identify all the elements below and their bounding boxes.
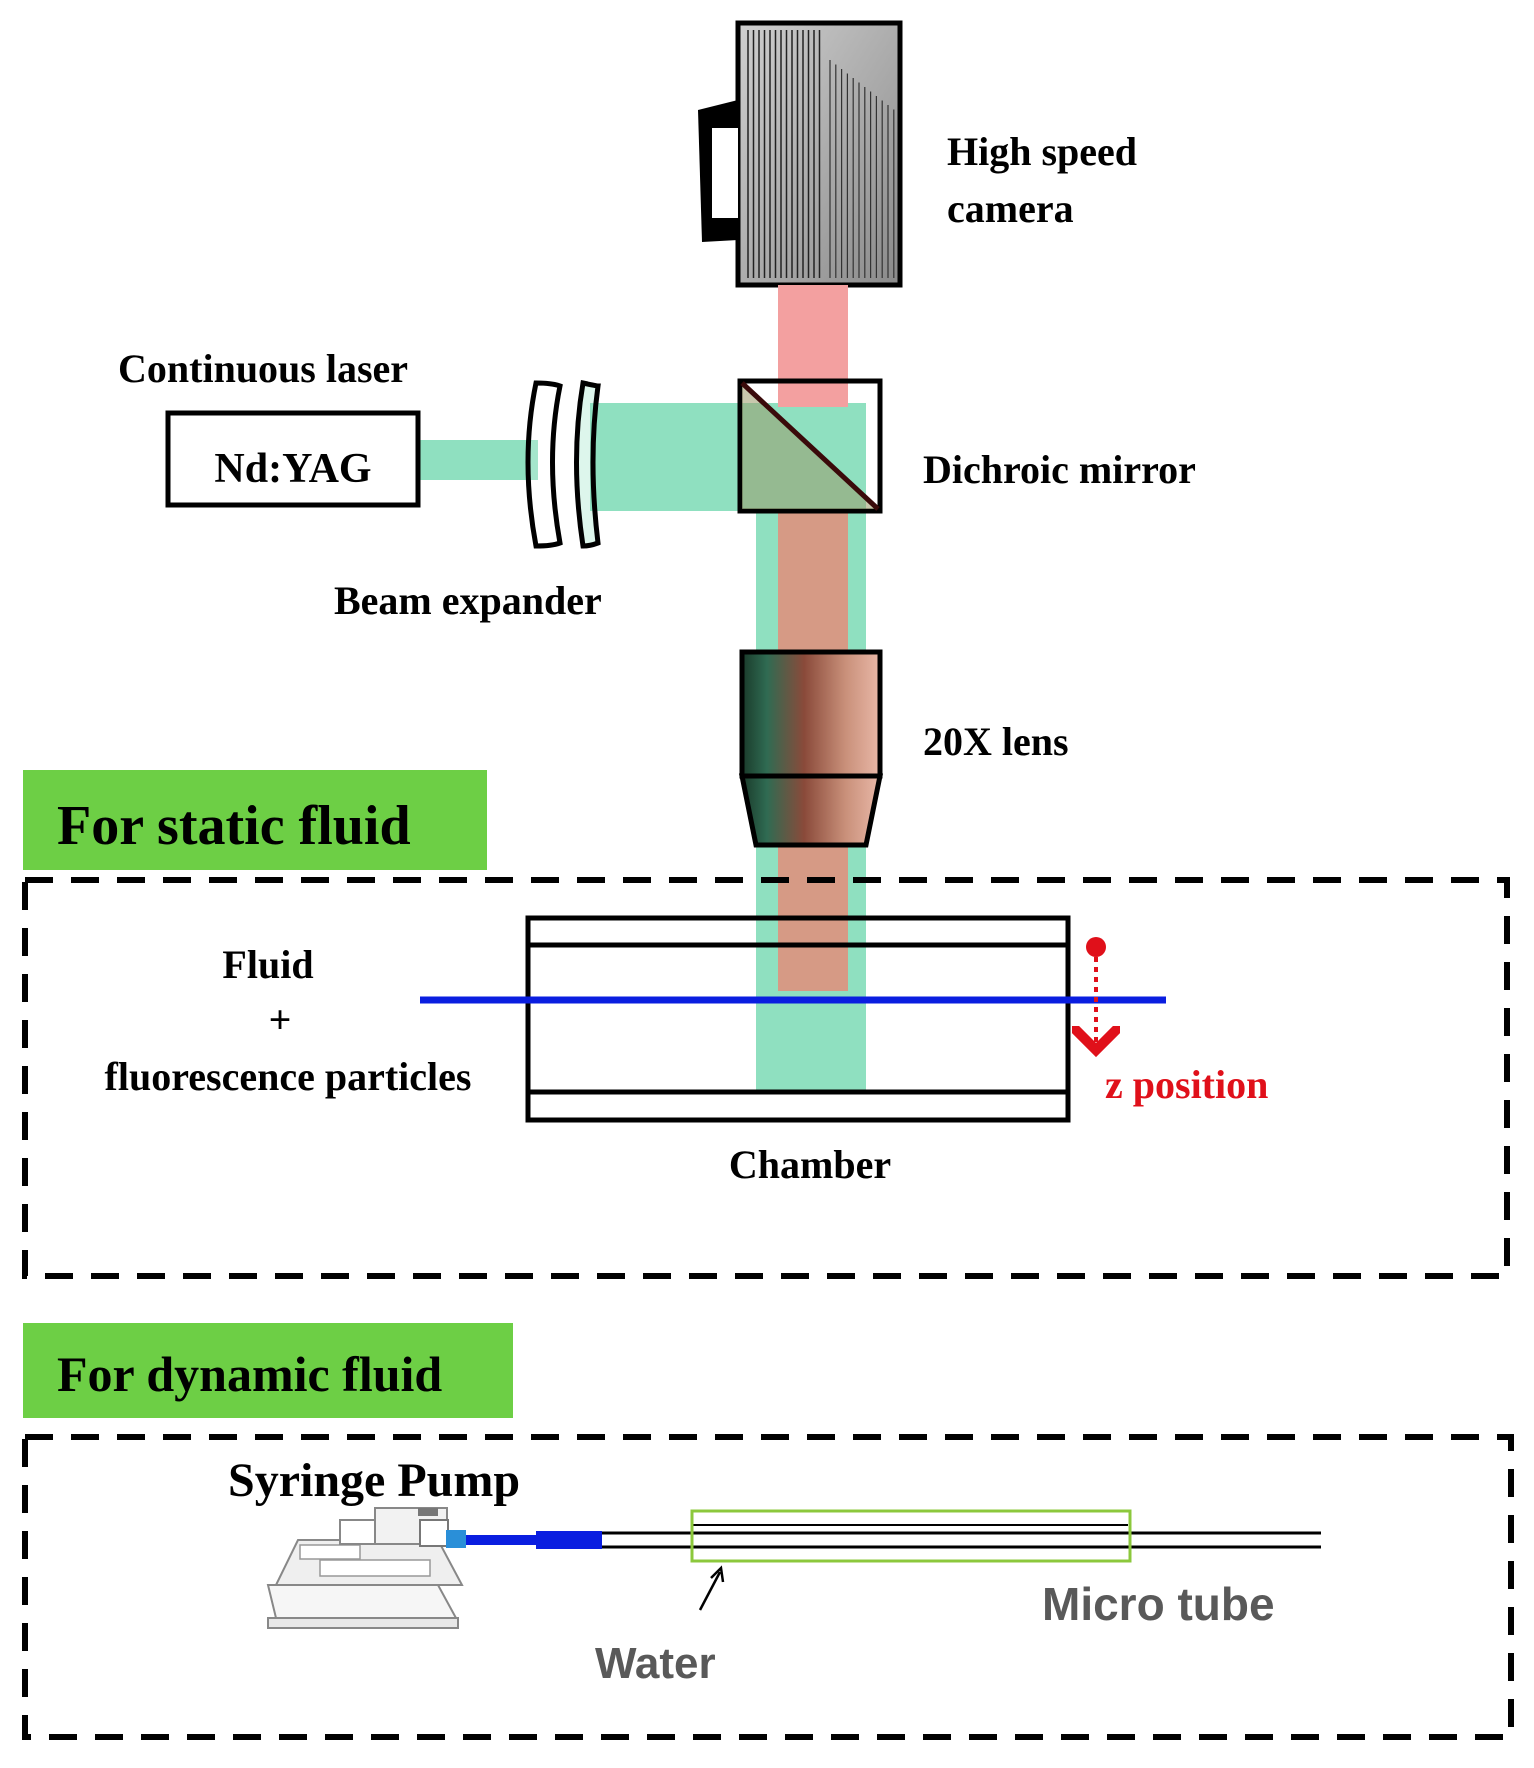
continuous-laser-label: Continuous laser bbox=[118, 346, 408, 391]
dynamic-section-badge bbox=[23, 1323, 513, 1418]
dynamic-section-frame bbox=[22, 1434, 1514, 1740]
beam-expander-label: Beam expander bbox=[334, 578, 602, 623]
beam-expander-icon bbox=[525, 380, 601, 549]
objective-lens-icon bbox=[738, 649, 884, 848]
high-speed-camera-icon bbox=[698, 20, 903, 288]
laser-model-label: Nd:YAG bbox=[214, 446, 371, 492]
lens-label: 20X lens bbox=[923, 719, 1069, 764]
syringe-pump-label: Syringe Pump bbox=[228, 1454, 520, 1507]
z-position-marker bbox=[1086, 937, 1106, 1050]
dichroic-mirror-icon bbox=[737, 378, 883, 514]
chamber-label: Chamber bbox=[729, 1142, 891, 1187]
static-section-frame bbox=[22, 877, 1510, 1279]
z-position-label: z position bbox=[1105, 1062, 1268, 1107]
syringe-tubing bbox=[466, 1531, 602, 1549]
micro-tube-label: Micro tube bbox=[1042, 1578, 1275, 1630]
dynamic-section-title: For dynamic fluid bbox=[57, 1346, 442, 1402]
fluid-label-line1: Fluid bbox=[222, 942, 313, 987]
water-label: Water bbox=[595, 1639, 716, 1688]
camera-label-line1: High speed bbox=[947, 129, 1137, 174]
nd-yag-laser bbox=[165, 410, 421, 508]
imaging-beam bbox=[778, 285, 848, 991]
syringe-pump-icon bbox=[266, 1507, 466, 1629]
micro-tube bbox=[602, 1524, 1321, 1549]
camera-label-line2: camera bbox=[947, 186, 1074, 231]
water-section bbox=[690, 1509, 1132, 1563]
static-section-badge bbox=[23, 770, 487, 870]
water-pointer-arrow bbox=[698, 1565, 725, 1611]
dichroic-mirror-label: Dichroic mirror bbox=[923, 447, 1196, 492]
fluid-label-line3: fluorescence particles bbox=[105, 1054, 472, 1099]
static-section-title: For static fluid bbox=[57, 795, 411, 857]
chamber bbox=[525, 915, 1071, 1123]
fluid-label-line2: + bbox=[269, 997, 292, 1042]
